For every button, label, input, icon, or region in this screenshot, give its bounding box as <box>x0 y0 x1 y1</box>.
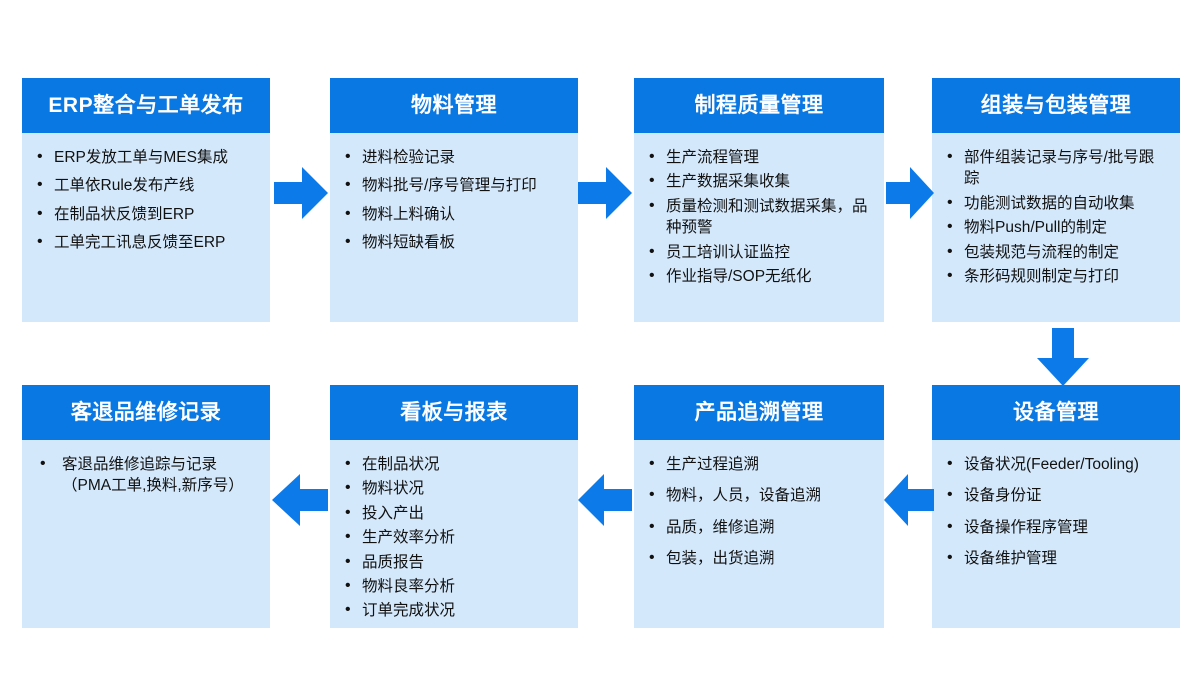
card-erp-integration[interactable]: ERP整合与工单发布 ERP发放工单与MES集成 工单依Rule发布产线 在制品… <box>22 78 270 322</box>
bullet-list: 生产过程追溯 物料，人员，设备追溯 品质，维修追溯 包装，出货追溯 <box>640 453 876 570</box>
card-material-management-title: 物料管理 <box>330 78 578 133</box>
list-item: 生产过程追溯 <box>640 453 876 475</box>
list-item: 客退品维修追踪与记录（PMA工单,换料,新序号） <box>28 453 262 497</box>
list-item: 功能测试数据的自动收集 <box>938 192 1172 214</box>
card-material-management-body: 进料检验记录 物料批号/序号管理与打印 物料上料确认 物料短缺看板 <box>330 133 578 322</box>
list-item: 物料Push/Pull的制定 <box>938 216 1172 238</box>
list-item: 在制品状反馈到ERP <box>28 203 262 225</box>
arrow-right-icon <box>578 165 632 221</box>
list-item: 在制品状况 <box>336 453 570 475</box>
bullet-list: ERP发放工单与MES集成 工单依Rule发布产线 在制品状反馈到ERP 工单完… <box>28 146 262 254</box>
list-item: 生产流程管理 <box>640 146 876 168</box>
card-assembly-packaging-management[interactable]: 组装与包装管理 部件组装记录与序号/批号跟踪 功能测试数据的自动收集 物料Pus… <box>932 78 1180 322</box>
list-item: 进料检验记录 <box>336 146 570 168</box>
card-dashboard-reports[interactable]: 看板与报表 在制品状况 物料状况 投入产出 生产效率分析 品质报告 物料良率分析… <box>330 385 578 628</box>
bullet-list: 在制品状况 物料状况 投入产出 生产效率分析 品质报告 物料良率分析 订单完成状… <box>336 453 570 622</box>
list-item: 投入产出 <box>336 502 570 524</box>
card-dashboard-reports-body: 在制品状况 物料状况 投入产出 生产效率分析 品质报告 物料良率分析 订单完成状… <box>330 440 578 633</box>
bullet-list: 进料检验记录 物料批号/序号管理与打印 物料上料确认 物料短缺看板 <box>336 146 570 254</box>
list-item: 物料短缺看板 <box>336 231 570 253</box>
list-item: ERP发放工单与MES集成 <box>28 146 262 168</box>
list-item: 设备操作程序管理 <box>938 516 1172 538</box>
list-item: 包装，出货追溯 <box>640 547 876 569</box>
card-product-traceability-management[interactable]: 产品追溯管理 生产过程追溯 物料，人员，设备追溯 品质，维修追溯 包装，出货追溯 <box>634 385 884 628</box>
list-item: 工单完工讯息反馈至ERP <box>28 231 262 253</box>
list-item: 物料，人员，设备追溯 <box>640 484 876 506</box>
arrow-left-icon <box>884 472 934 528</box>
list-item: 设备维护管理 <box>938 547 1172 569</box>
card-assembly-packaging-management-title: 组装与包装管理 <box>932 78 1180 133</box>
bullet-list: 设备状况(Feeder/Tooling) 设备身份证 设备操作程序管理 设备维护… <box>938 453 1172 570</box>
list-item: 订单完成状况 <box>336 599 570 621</box>
list-item: 品质，维修追溯 <box>640 516 876 538</box>
card-customer-return-repair-record[interactable]: 客退品维修记录 客退品维修追踪与记录（PMA工单,换料,新序号） <box>22 385 270 628</box>
arrow-right-icon <box>274 165 328 221</box>
list-item: 工单依Rule发布产线 <box>28 174 262 196</box>
card-process-quality-management-body: 生产流程管理 生产数据采集收集 质量检测和测试数据采集，品种预警 员工培训认证监… <box>634 133 884 322</box>
card-material-management[interactable]: 物料管理 进料检验记录 物料批号/序号管理与打印 物料上料确认 物料短缺看板 <box>330 78 578 322</box>
card-erp-integration-title: ERP整合与工单发布 <box>22 78 270 133</box>
list-item: 物料上料确认 <box>336 203 570 225</box>
bullet-list: 客退品维修追踪与记录（PMA工单,换料,新序号） <box>28 453 262 497</box>
arrow-right-icon <box>886 165 934 221</box>
bullet-list: 部件组装记录与序号/批号跟踪 功能测试数据的自动收集 物料Push/Pull的制… <box>938 146 1172 287</box>
list-item: 部件组装记录与序号/批号跟踪 <box>938 146 1172 190</box>
list-item: 设备状况(Feeder/Tooling) <box>938 453 1172 475</box>
list-item: 条形码规则制定与打印 <box>938 265 1172 287</box>
arrow-left-icon <box>272 472 328 528</box>
card-product-traceability-management-body: 生产过程追溯 物料，人员，设备追溯 品质，维修追溯 包装，出货追溯 <box>634 440 884 628</box>
card-equipment-management[interactable]: 设备管理 设备状况(Feeder/Tooling) 设备身份证 设备操作程序管理… <box>932 385 1180 628</box>
card-customer-return-repair-record-body: 客退品维修追踪与记录（PMA工单,换料,新序号） <box>22 440 270 628</box>
list-item: 生产数据采集收集 <box>640 170 876 192</box>
list-item: 物料良率分析 <box>336 575 570 597</box>
card-process-quality-management[interactable]: 制程质量管理 生产流程管理 生产数据采集收集 质量检测和测试数据采集，品种预警 … <box>634 78 884 322</box>
list-item: 作业指导/SOP无纸化 <box>640 265 876 287</box>
arrow-left-icon <box>578 472 632 528</box>
list-item: 生产效率分析 <box>336 526 570 548</box>
list-item: 员工培训认证监控 <box>640 240 876 262</box>
list-item: 品质报告 <box>336 550 570 572</box>
card-erp-integration-body: ERP发放工单与MES集成 工单依Rule发布产线 在制品状反馈到ERP 工单完… <box>22 133 270 322</box>
list-item: 物料状况 <box>336 477 570 499</box>
card-assembly-packaging-management-body: 部件组装记录与序号/批号跟踪 功能测试数据的自动收集 物料Push/Pull的制… <box>932 133 1180 322</box>
card-equipment-management-body: 设备状况(Feeder/Tooling) 设备身份证 设备操作程序管理 设备维护… <box>932 440 1180 628</box>
list-item: 设备身份证 <box>938 484 1172 506</box>
arrow-down-icon <box>1035 328 1091 386</box>
card-process-quality-management-title: 制程质量管理 <box>634 78 884 133</box>
card-customer-return-repair-record-title: 客退品维修记录 <box>22 385 270 440</box>
card-dashboard-reports-title: 看板与报表 <box>330 385 578 440</box>
bullet-list: 生产流程管理 生产数据采集收集 质量检测和测试数据采集，品种预警 员工培训认证监… <box>640 146 876 287</box>
card-equipment-management-title: 设备管理 <box>932 385 1180 440</box>
card-product-traceability-management-title: 产品追溯管理 <box>634 385 884 440</box>
list-item: 质量检测和测试数据采集，品种预警 <box>640 195 876 239</box>
list-item: 包装规范与流程的制定 <box>938 240 1172 262</box>
list-item: 物料批号/序号管理与打印 <box>336 174 570 196</box>
